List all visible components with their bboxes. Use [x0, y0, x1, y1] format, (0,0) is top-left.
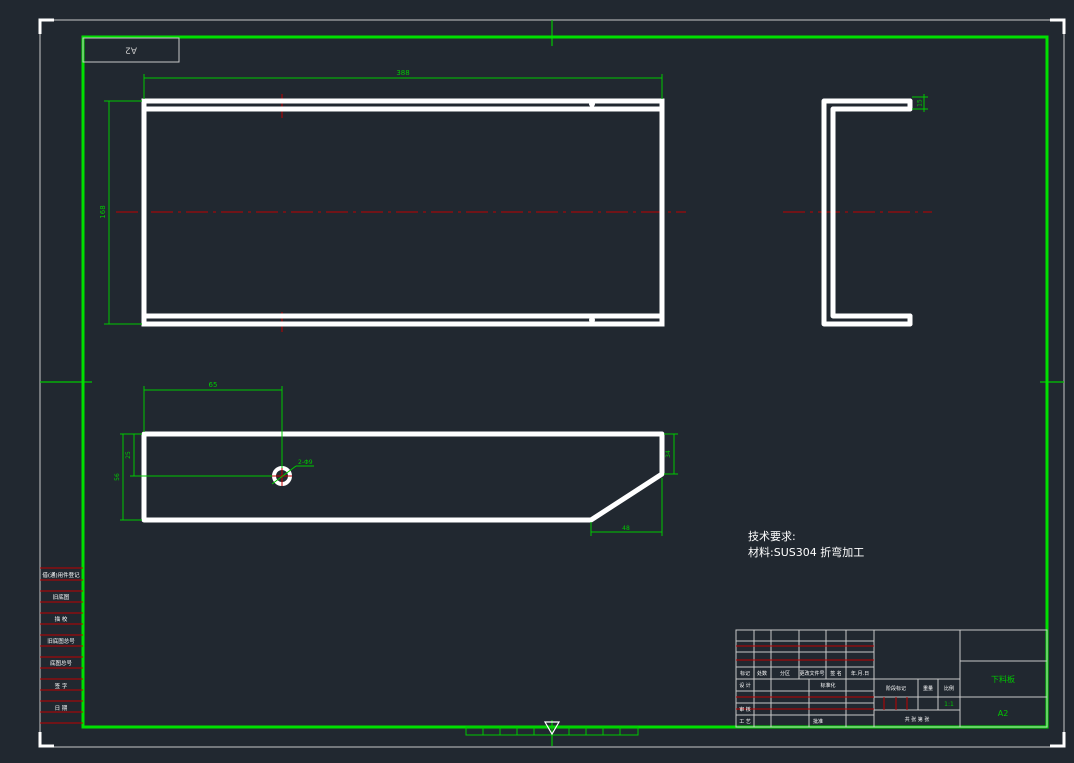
side-view[interactable]: 15: [783, 94, 932, 327]
title-approval-label: 批准: [813, 718, 823, 725]
dim-front-right: [664, 433, 678, 475]
top-view[interactable]: 388 168: [99, 69, 686, 332]
title-stage-label: 阶段标记: [886, 685, 906, 692]
sheet-code-text: A2: [125, 45, 137, 55]
dim-top-length: [143, 74, 663, 99]
title-header-count: 处数: [757, 670, 767, 677]
hole-callout-text: 2-Φ9: [298, 459, 313, 466]
left-table-row-2: 描 校: [55, 615, 68, 623]
notes-material: 材料:SUS304 折弯加工: [748, 545, 864, 559]
dim-side-flange-text: 15: [917, 99, 924, 107]
title-weight-label: 重量: [923, 685, 933, 692]
dim-hole-offset: [143, 386, 283, 468]
corner-marks: [38, 18, 1066, 748]
title-header-mark: 标记: [740, 670, 750, 677]
sheet-code-box: [82, 37, 180, 63]
dim-front-left: [120, 433, 272, 521]
title-sheet-label: 共 张 第 张: [905, 716, 930, 723]
left-table-row-0: 借(通)用件登记: [42, 571, 80, 579]
front-view[interactable]: 2-Φ9 65 25 56 34 48: [114, 381, 678, 536]
drawing-frame: [81, 35, 1049, 729]
title-scale-value: 1:1: [944, 701, 954, 708]
title-header-change-doc: 更改文件号: [799, 670, 824, 677]
title-scale-label: 比例: [944, 685, 954, 692]
title-standard-label: 标准化: [820, 682, 835, 689]
dim-top-height: [104, 100, 142, 325]
dim-top-length-text: 388: [396, 69, 409, 77]
centering-marks: [40, 20, 1064, 746]
dim-front-bottom-text: 48: [622, 525, 630, 532]
dim-front-right-text: 34: [665, 450, 672, 458]
title-header-signature: 签 名: [830, 670, 842, 677]
title-header-date: 年.月.日: [851, 670, 869, 677]
left-table-row-4: 底图总号: [50, 659, 73, 667]
dim-side-flange: [912, 94, 928, 112]
left-table-row-6: 日 期: [55, 705, 68, 712]
front-view-outline: [141, 431, 665, 523]
dim-front-left-total-text: 56: [114, 473, 121, 481]
orientation-mark-icon: [543, 721, 561, 736]
title-sheet-size: A2: [998, 709, 1009, 718]
title-block: 标记 处数 分区 更改文件号 签 名 年.月.日 设 计 标准化 审 核 工 艺…: [735, 629, 1048, 728]
top-view-outline: [141, 98, 665, 327]
title-process-label: 工 艺: [739, 719, 751, 725]
title-design-label: 设 计: [739, 682, 751, 689]
side-view-outer-profile: [821, 98, 913, 327]
left-table-row-1: 旧底图: [53, 593, 70, 601]
dim-top-height-text: 168: [99, 205, 107, 218]
left-side-table: 借(通)用件登记 旧底图 描 校 旧底图总号 底图总号 签 字 日 期: [40, 567, 83, 724]
dim-front-bottom: [590, 478, 663, 536]
title-header-zone: 分区: [780, 670, 790, 677]
title-part-name: 下料板: [991, 674, 1015, 684]
side-view-inner-profile: [830, 106, 913, 319]
dim-front-left-small-text: 25: [125, 451, 132, 459]
notes-heading: 技术要求:: [748, 530, 796, 543]
title-approve-label: 审 核: [739, 706, 751, 713]
sheet-border: [39, 19, 1065, 748]
left-table-row-5: 签 字: [55, 682, 68, 690]
left-table-row-3: 旧底图总号: [47, 637, 75, 645]
dim-hole-offset-text: 65: [209, 381, 218, 389]
